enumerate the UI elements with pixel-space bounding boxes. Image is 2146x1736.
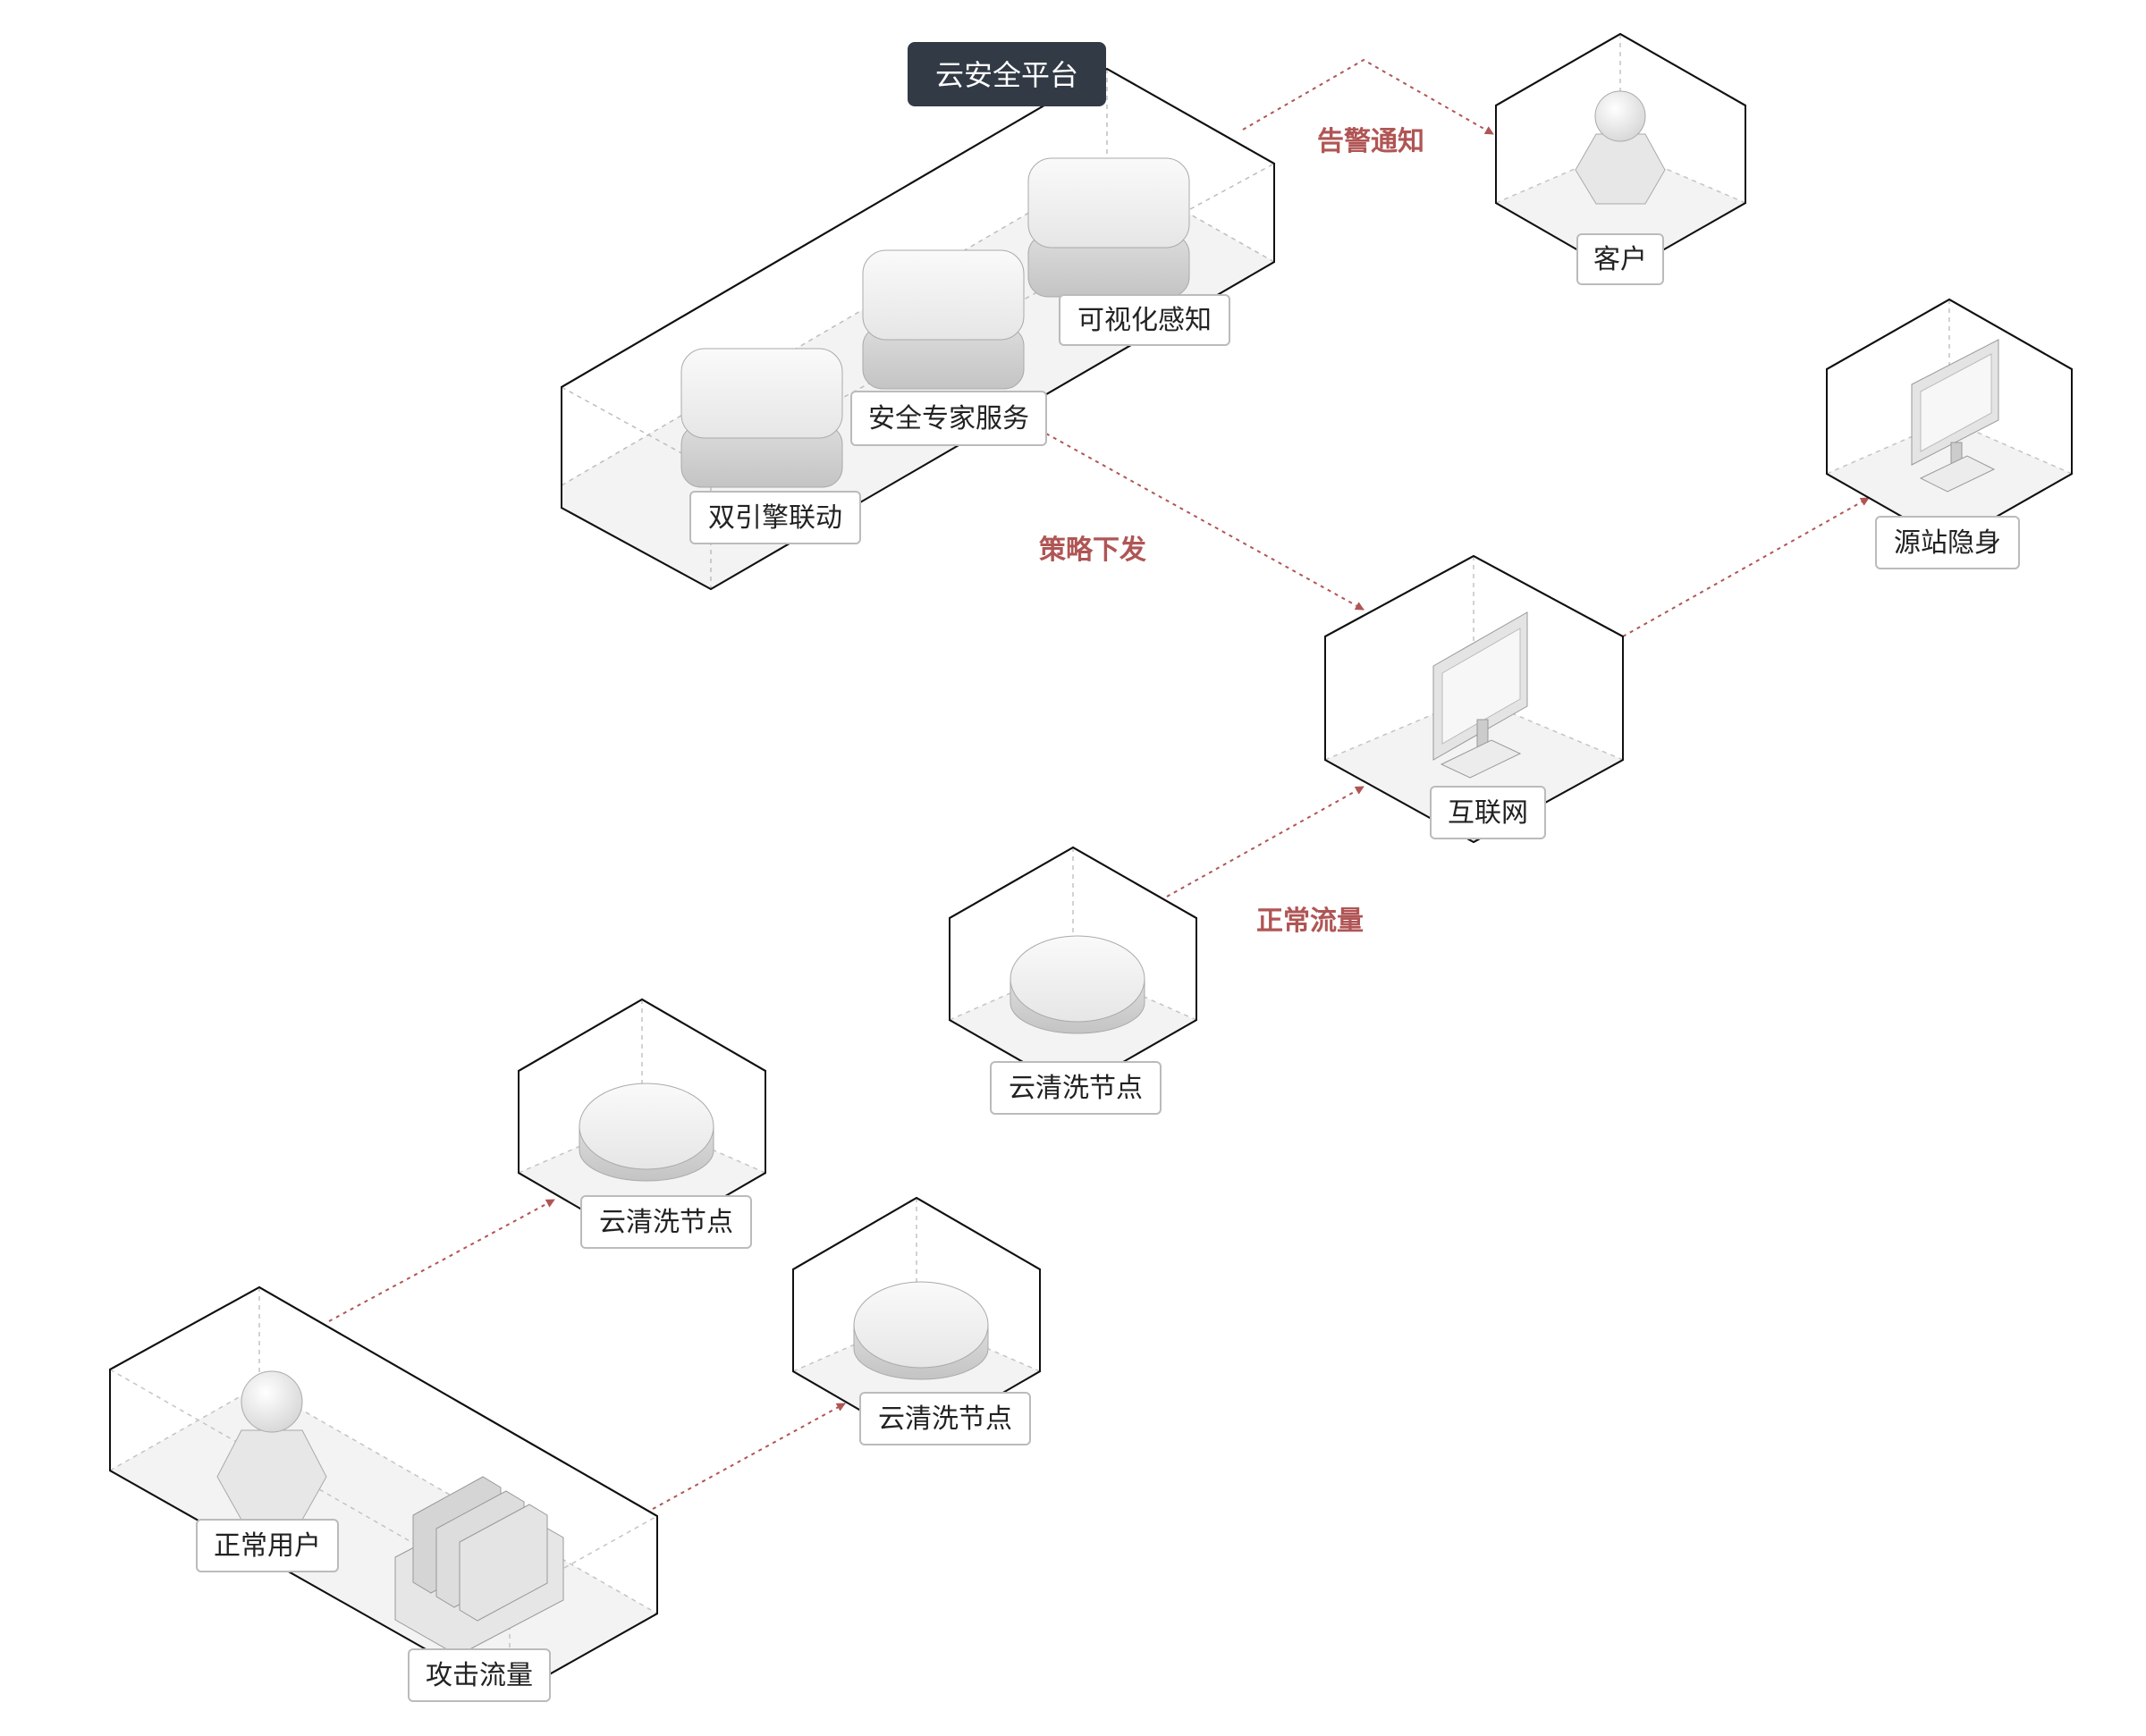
server-module-icon (862, 249, 1025, 390)
flow-arrows (328, 58, 1870, 1510)
label-expert-service: 安全专家服务 (850, 391, 1047, 446)
platform-title-badge: 云安全平台 (908, 42, 1106, 106)
disc-node-icon (853, 1281, 989, 1380)
policy-dispatch-label: 策略下发 (1039, 535, 1146, 566)
label-visual-perception: 可视化感知 (1059, 294, 1230, 346)
person-icon (216, 1370, 327, 1521)
customer-node: 客户 (1495, 32, 1746, 285)
origin-hidden-node: 源站隐身 (1826, 298, 2073, 569)
server-module-icon (680, 348, 843, 488)
svg-text:客户: 客户 (1593, 244, 1647, 275)
svg-text:攻击流量: 攻击流量 (426, 1660, 533, 1691)
platform-title: 云安全平台 (935, 58, 1078, 92)
user-to-cleaning-arrow (328, 1199, 555, 1322)
server-module-icon (1027, 157, 1190, 298)
internet-to-origin-arrow (1622, 497, 1870, 637)
server-rack-icon (394, 1476, 564, 1656)
normal-traffic-label: 正常流量 (1256, 906, 1364, 937)
policy-arrow (1045, 433, 1364, 611)
label-dual-engine: 双引擎联动 (689, 491, 861, 544)
monitor-icon (1432, 611, 1528, 779)
cloud-security-platform: 云安全平台 可视化感知 安全专家服务 双引擎联动 (561, 42, 1275, 591)
svg-text:云清洗节点: 云清洗节点 (1009, 1073, 1143, 1104)
cleaning-node-mid: 云清洗节点 (949, 846, 1197, 1115)
disc-node-icon (1010, 935, 1145, 1034)
attack-to-cleaning-arrow (652, 1403, 846, 1510)
svg-text:互联网: 互联网 (1448, 797, 1528, 829)
cleaning-node-left: 云清洗节点 (518, 998, 766, 1249)
svg-text:云清洗节点: 云清洗节点 (878, 1403, 1012, 1435)
svg-text:源站隐身: 源站隐身 (1894, 527, 2001, 559)
alert-notice-label: 告警通知 (1317, 126, 1424, 157)
svg-text:安全专家服务: 安全专家服务 (868, 403, 1029, 434)
person-icon (1575, 90, 1666, 205)
cleaning-to-internet-arrow (1166, 786, 1364, 897)
svg-text:可视化感知: 可视化感知 (1077, 305, 1212, 336)
internet-node: 互联网 (1324, 554, 1624, 844)
traffic-source-box: 正常用户 攻击流量 (109, 1285, 658, 1702)
monitor-icon (1911, 339, 1999, 493)
alert-arrow (1242, 58, 1494, 135)
svg-text:正常用户: 正常用户 (214, 1530, 321, 1562)
svg-text:云清洗节点: 云清洗节点 (599, 1207, 733, 1238)
disc-node-icon (579, 1083, 714, 1182)
cleaning-node-low: 云清洗节点 (792, 1196, 1041, 1445)
svg-text:双引擎联动: 双引擎联动 (708, 502, 842, 534)
